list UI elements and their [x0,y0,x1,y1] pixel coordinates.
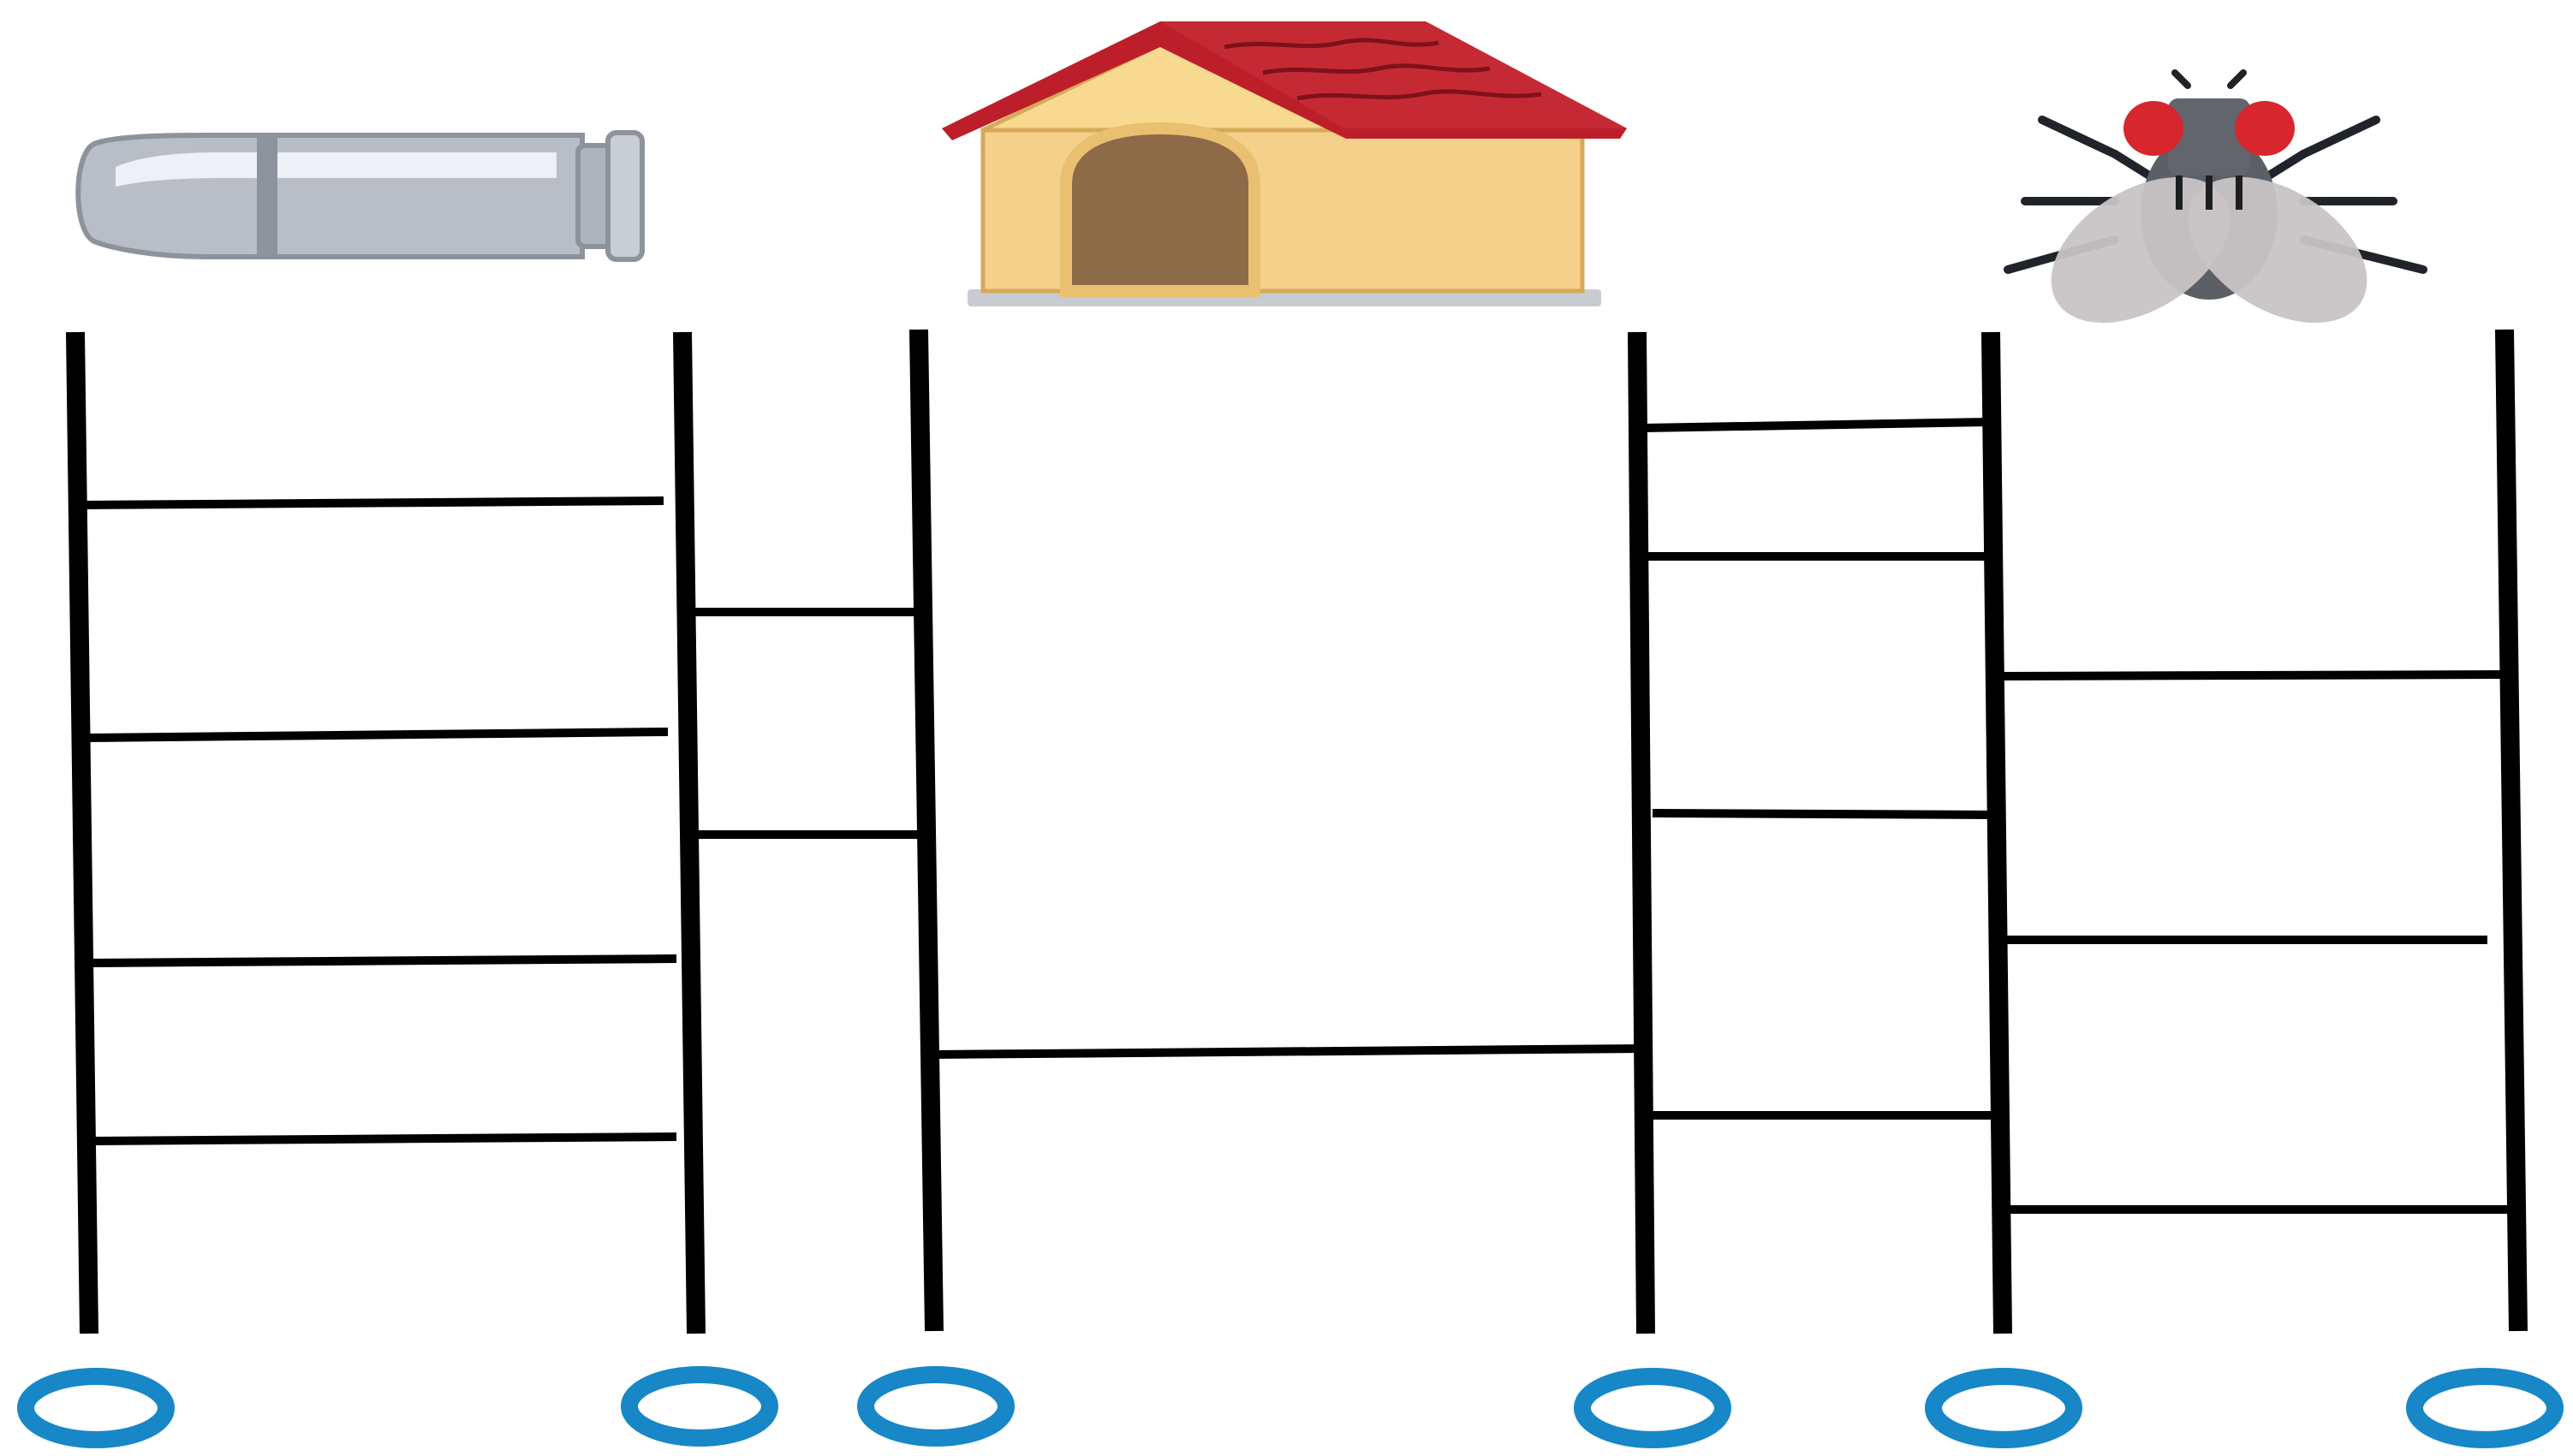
rung-4-5-c [1652,809,1996,819]
rung-3-4-a [932,1044,1641,1059]
vertical-line-5 [1981,331,2012,1334]
goal-ring-2 [621,1366,778,1447]
fly-icon [2004,69,2427,324]
rung-1-2-b [85,728,669,742]
vertical-line-4 [1628,331,1655,1334]
goal-ring-5 [1925,1368,2082,1448]
vertical-line-2 [673,331,706,1334]
goal-ring-4 [1574,1368,1731,1448]
goal-ring-3 [857,1366,1015,1447]
rung-1-2-a [85,496,664,509]
doghouse-icon [942,21,1627,306]
goal-ring-1 [17,1368,175,1448]
vertical-line-1 [66,331,98,1334]
goal-ring-6 [2406,1368,2564,1448]
rung-5-6-a [1998,670,2510,680]
rung-1-2-c [89,954,677,967]
vertical-line-3 [909,329,944,1332]
vertical-line-6 [2495,329,2528,1332]
bullet-icon [75,130,645,262]
rung-1-2-d [89,1132,677,1145]
rung-4-5-a [1643,418,1992,432]
